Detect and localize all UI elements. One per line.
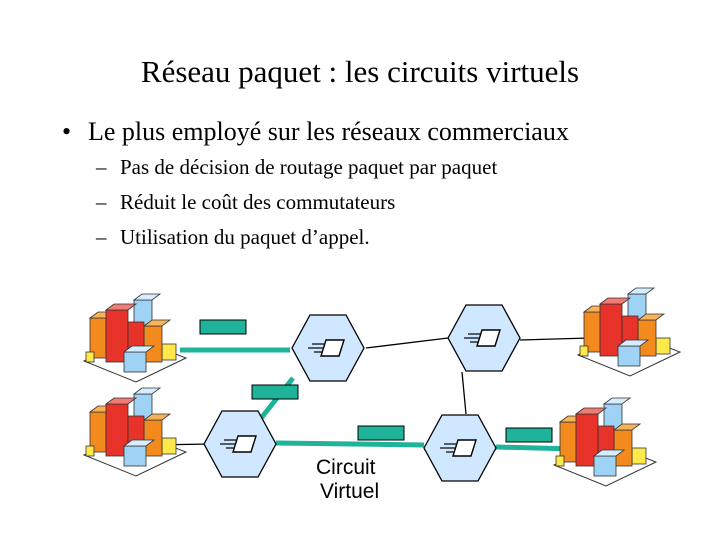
- building-icon: [577, 287, 681, 377]
- sub-bullet-marker: –: [96, 155, 107, 179]
- circuit-label-line1: Circuit: [316, 456, 376, 479]
- network-link: [461, 371, 467, 415]
- network-diagram: Circuit Virtuel: [83, 287, 681, 503]
- bullet-item: • Le plus employé sur les réseaux commerc…: [62, 116, 569, 148]
- sub-bullet-text: Utilisation du paquet d’appel.: [120, 225, 370, 249]
- packet-switch-icon: [447, 304, 521, 372]
- packet-switch-icon: [203, 410, 277, 478]
- bullet-text: Le plus employé sur les réseaux commerci…: [88, 117, 569, 146]
- network-link: [519, 337, 591, 341]
- packet-switch-icon: [423, 414, 497, 482]
- bullet-list: • Le plus employé sur les réseaux commerc…: [62, 116, 569, 250]
- bullet-marker: •: [62, 117, 72, 146]
- sub-bullet-text: Réduit le coût des commutateurs: [120, 190, 396, 214]
- circuit-label-line2: Virtuel: [320, 480, 379, 503]
- packet-switch-icon: [291, 314, 365, 382]
- sub-bullet-item: –Réduit le coût des commutateurs: [96, 189, 395, 215]
- packet: [357, 425, 405, 441]
- building-icon: [83, 293, 187, 383]
- network-link: [365, 337, 449, 349]
- packet: [251, 384, 299, 400]
- sub-bullet-marker: –: [96, 225, 107, 249]
- building-icon: [553, 397, 657, 487]
- sub-bullet-text: Pas de décision de routage paquet par pa…: [120, 155, 498, 179]
- circuit-link: [275, 440, 425, 448]
- building-icon: [83, 387, 187, 477]
- sub-bullet-item: –Pas de décision de routage paquet par p…: [96, 154, 497, 180]
- sub-bullet-marker: –: [96, 190, 107, 214]
- packet: [199, 319, 247, 335]
- sub-bullet-item: –Utilisation du paquet d’appel.: [96, 224, 370, 250]
- slide-title: Réseau paquet : les circuits virtuels: [140, 54, 580, 89]
- packet: [505, 427, 553, 443]
